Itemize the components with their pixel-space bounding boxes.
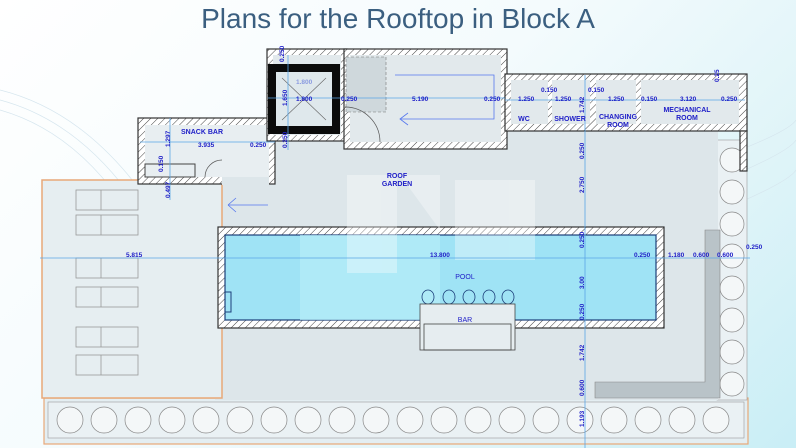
dim-elevator-top: 0.250 bbox=[279, 45, 286, 62]
dim-stair-wall: 0.250 bbox=[484, 96, 501, 103]
tree-icon bbox=[328, 406, 356, 434]
dim-elevator-bottom-wall: 0.250 bbox=[282, 131, 289, 148]
dim-pool-wall-top: 0.250 bbox=[579, 231, 586, 248]
dim-garden-wall: 0.250 bbox=[579, 142, 586, 159]
tree-icon bbox=[566, 406, 594, 434]
service-rooms bbox=[504, 73, 748, 172]
tree-icon bbox=[600, 406, 628, 434]
dim-shower-wall: 0.150 bbox=[588, 87, 605, 94]
dim-snack-wall: 0.250 bbox=[250, 142, 267, 149]
dim-pool-length: 13.800 bbox=[430, 252, 450, 259]
dim-elevator-wall: 0.250 bbox=[341, 96, 358, 103]
entry-arrow-overlay bbox=[347, 175, 535, 273]
snack-bar-room bbox=[137, 117, 276, 185]
dim-bench-depth: 0.600 bbox=[579, 379, 586, 396]
tree-icon bbox=[192, 406, 220, 434]
bar-counter bbox=[419, 289, 516, 351]
label-mechanical-room-line2: ROOM bbox=[676, 115, 698, 122]
tree-icon bbox=[719, 339, 745, 365]
tree-icon bbox=[124, 406, 152, 434]
label-shower: SHOWER bbox=[554, 116, 586, 123]
dim-elevator-vertical: 1.650 bbox=[282, 89, 289, 106]
tree-icon bbox=[396, 406, 424, 434]
terrace bbox=[41, 179, 223, 399]
dim-shower-width: 1.250 bbox=[555, 96, 572, 103]
tree-icon bbox=[668, 406, 696, 434]
l-shaped-bench bbox=[594, 229, 721, 399]
tree-icon bbox=[719, 371, 745, 397]
dim-pool-width: 3.00 bbox=[579, 276, 586, 289]
dim-wc-width: 1.250 bbox=[518, 96, 535, 103]
tree-icon bbox=[719, 211, 745, 237]
tree-icon bbox=[498, 406, 526, 434]
dim-elevator-faint: 1.800 bbox=[296, 79, 313, 86]
dim-garden-depth: 2.750 bbox=[579, 176, 586, 193]
tree-icon bbox=[56, 406, 84, 434]
dim-snack-vertical: 1.297 bbox=[165, 130, 172, 147]
dim-room-depth: 1.742 bbox=[579, 96, 586, 113]
tree-icon bbox=[464, 406, 492, 434]
dim-changing-width: 1.250 bbox=[608, 96, 625, 103]
dimension-lines bbox=[40, 55, 750, 448]
stair-block bbox=[266, 48, 508, 150]
label-changing-room-line1: CHANGING bbox=[599, 114, 638, 121]
tree-icon bbox=[158, 406, 186, 434]
tree-icon bbox=[634, 406, 662, 434]
dim-walk-width: 1.180 bbox=[668, 252, 685, 259]
tree-icon bbox=[702, 406, 730, 434]
dim-planter-depth: 1.193 bbox=[579, 410, 586, 427]
dim-top-right: 0.25 bbox=[714, 69, 721, 82]
label-changing-room-line2: ROOM bbox=[607, 122, 629, 129]
dim-terrace-width: 5.815 bbox=[126, 252, 143, 259]
label-mechanical-room-line1: MECHANICAL bbox=[663, 107, 711, 114]
dim-bench-1: 0.600 bbox=[693, 252, 710, 259]
tree-icon bbox=[362, 406, 390, 434]
dim-wc-wall: 0.150 bbox=[541, 87, 558, 94]
tree-icon bbox=[719, 179, 745, 205]
tree-icon bbox=[719, 307, 745, 333]
dim-snack-lower: 0.497 bbox=[165, 181, 172, 198]
label-pool: POOL bbox=[455, 274, 475, 281]
dim-pool-wall-bottom: 0.250 bbox=[579, 303, 586, 320]
tree-icon bbox=[532, 406, 560, 434]
tree-icon bbox=[719, 275, 745, 301]
dim-mech-end-wall: 0.250 bbox=[721, 96, 738, 103]
tree-icon bbox=[226, 406, 254, 434]
tree-row bbox=[56, 147, 745, 434]
dim-pool-end-wall: 0.250 bbox=[634, 252, 651, 259]
tree-icon bbox=[430, 406, 458, 434]
label-roof-garden-line1: ROOF bbox=[387, 173, 408, 180]
tree-icon bbox=[294, 406, 322, 434]
dim-stair-length: 5.190 bbox=[412, 96, 429, 103]
label-bar: BAR bbox=[458, 317, 472, 324]
dim-snack-counter: 0.150 bbox=[158, 155, 165, 172]
dim-snack-width: 3.935 bbox=[198, 142, 215, 149]
dim-deck-depth: 1.742 bbox=[579, 344, 586, 361]
label-wc: WC bbox=[518, 116, 530, 123]
dim-planter-wall: 0.250 bbox=[746, 244, 763, 251]
label-roof-garden-line2: GARDEN bbox=[382, 181, 412, 188]
dim-mech-wall: 0.150 bbox=[641, 96, 658, 103]
dim-mech-width: 3.120 bbox=[680, 96, 697, 103]
dim-bench-2: 0.600 bbox=[717, 252, 734, 259]
tree-icon bbox=[90, 406, 118, 434]
label-snack-bar: SNACK BAR bbox=[181, 129, 223, 136]
sun-loungers bbox=[75, 189, 139, 376]
tree-icon bbox=[260, 406, 288, 434]
slide-title: Plans for the Rooftop in Block A bbox=[201, 3, 595, 34]
dim-elevator-width: 1.800 bbox=[296, 96, 313, 103]
